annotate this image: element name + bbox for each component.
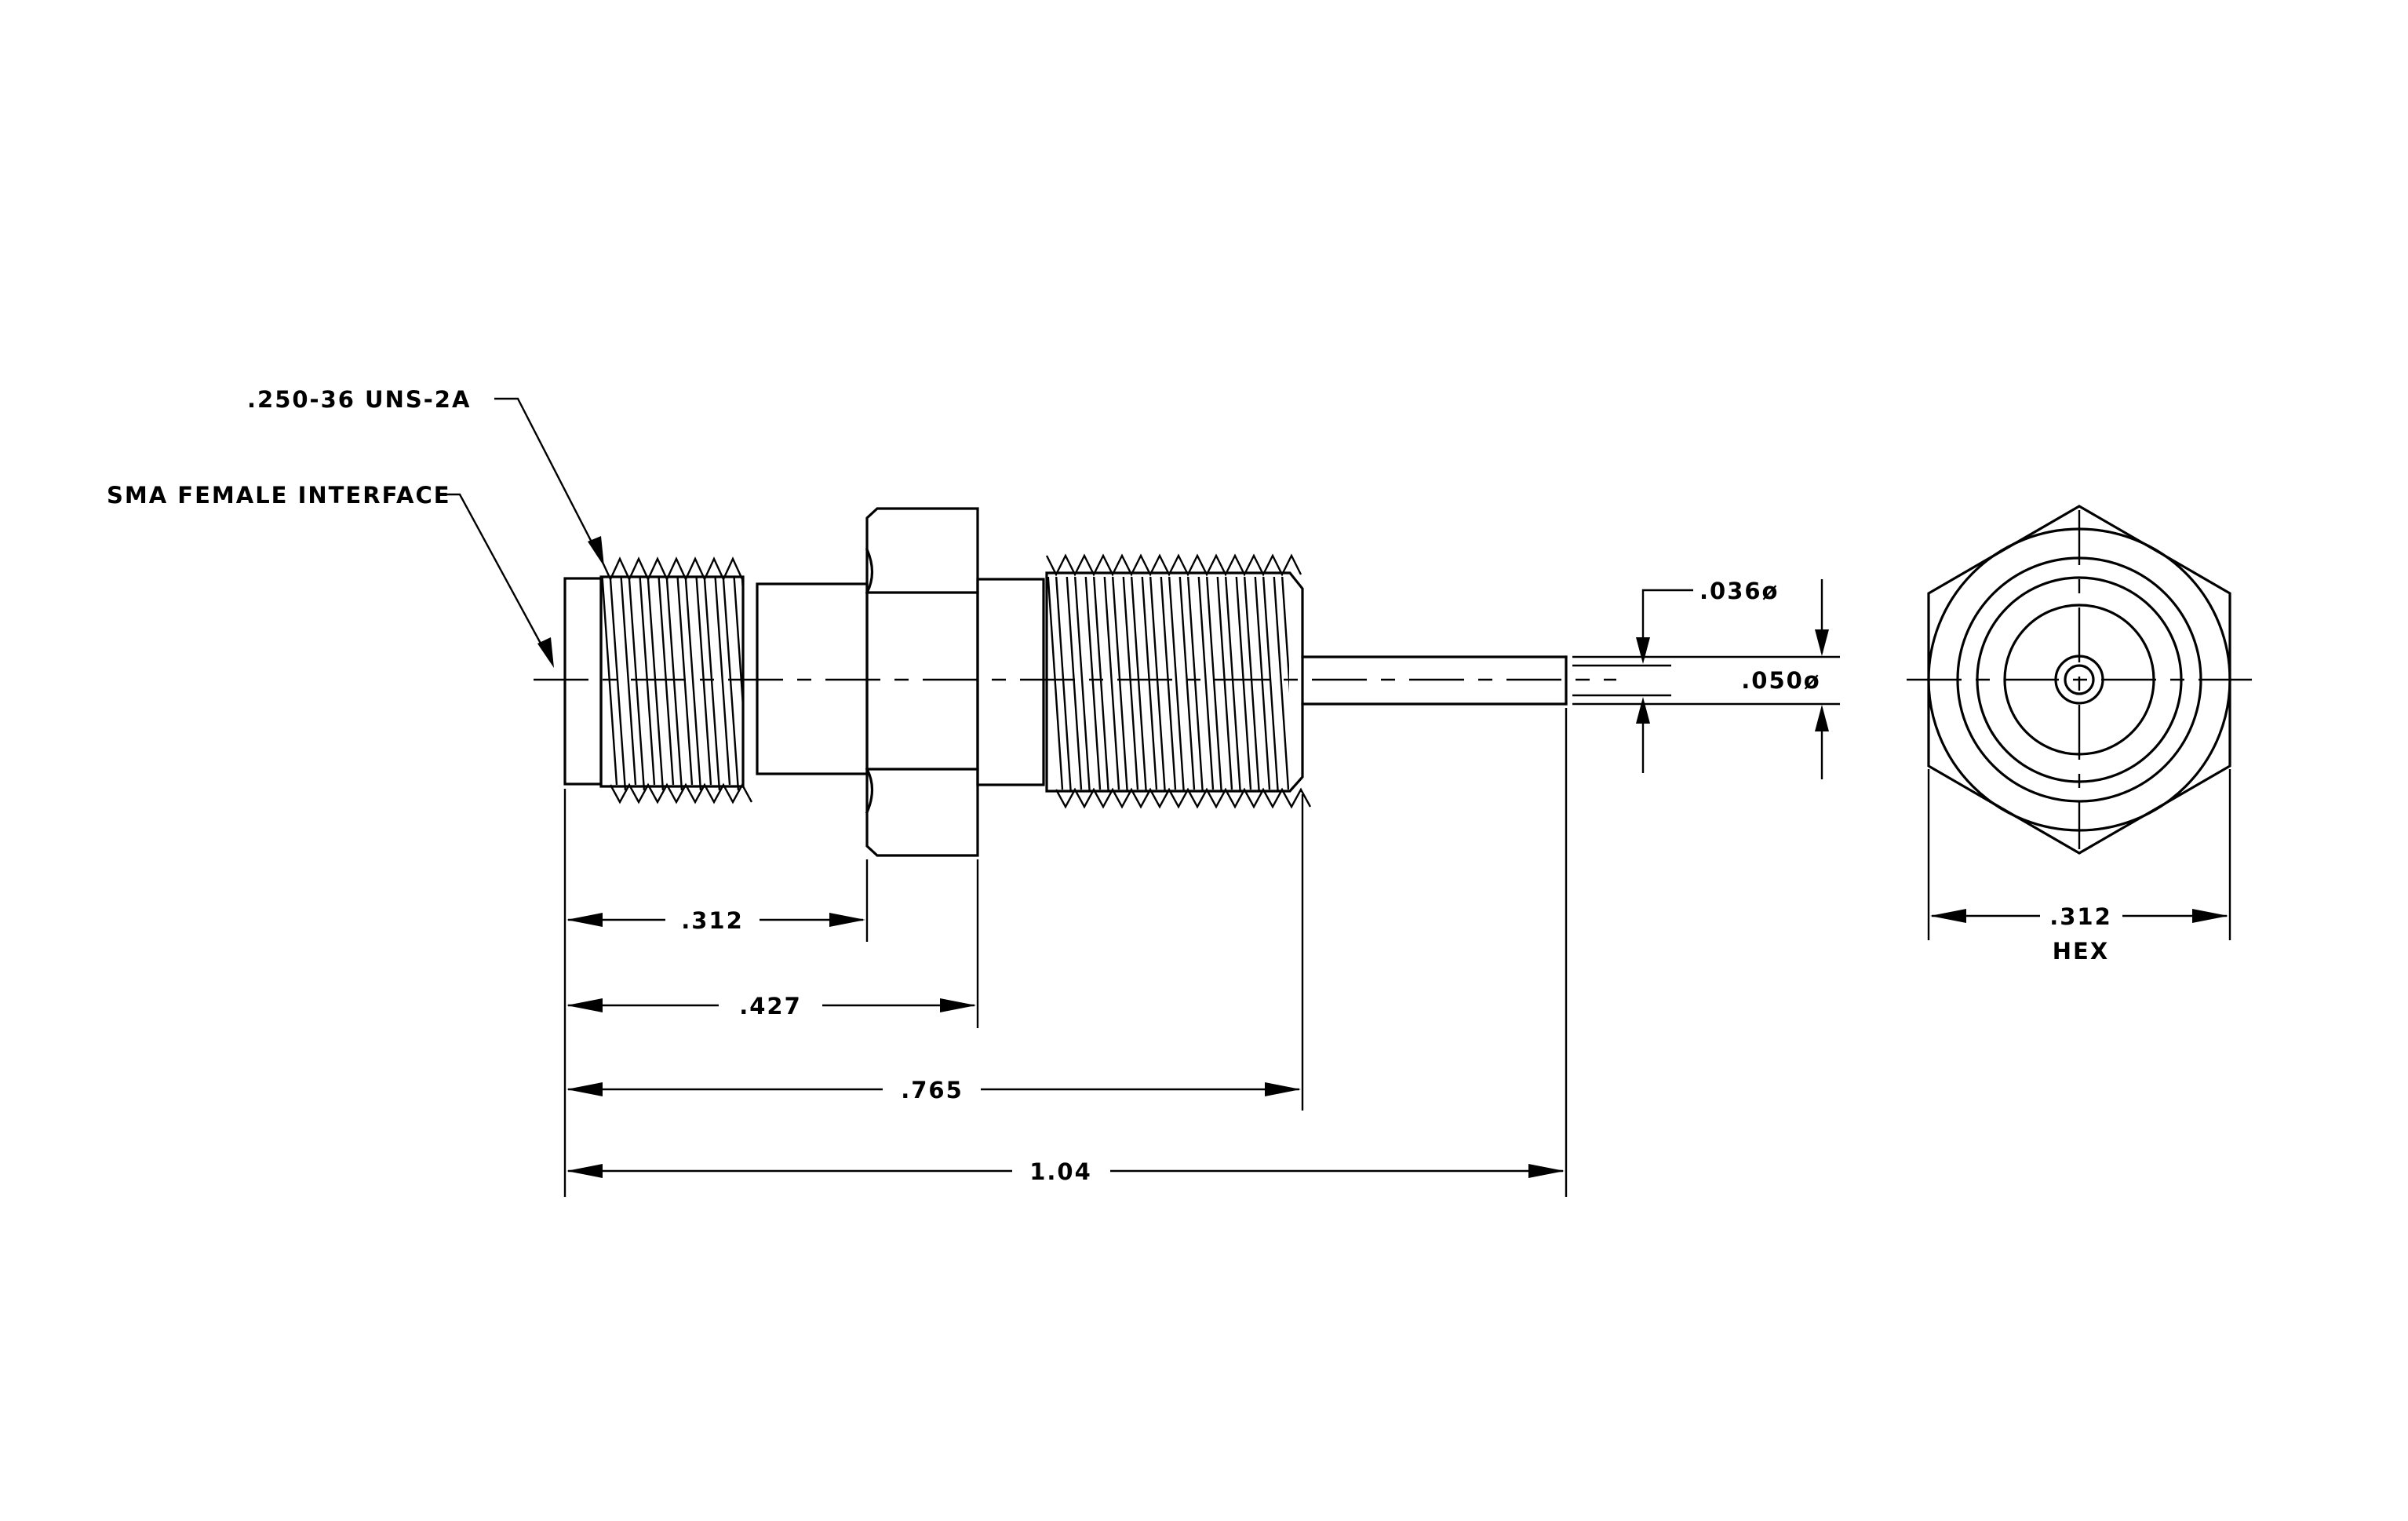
dim-312	[566, 913, 865, 927]
thread-flank	[1291, 556, 1307, 790]
interface-callout: SMA FEMALE INTERFACE	[107, 482, 451, 509]
thread-flank	[620, 577, 637, 786]
thread-flank	[1168, 577, 1185, 790]
thread-flank	[1149, 577, 1166, 790]
thread-flank	[1216, 577, 1233, 790]
dim-427	[566, 998, 976, 1012]
body-circle	[1976, 576, 2183, 783]
thread-flank	[1073, 577, 1091, 790]
thread-flank	[1084, 577, 1102, 790]
dielectric-circle	[2003, 604, 2155, 756]
hex-inscribed-circle	[1927, 527, 2231, 832]
hex-outline	[1927, 505, 2231, 855]
rear-thread-roots	[1055, 787, 1312, 809]
dim-765	[566, 1082, 1301, 1096]
pin-outer-circle	[2054, 655, 2104, 705]
thread-flank	[647, 578, 665, 790]
thread-spec-callout: .250-36 UNS-2A	[247, 386, 471, 413]
thread-flank	[1320, 574, 1335, 807]
thread-flank	[1243, 577, 1260, 790]
thread-flank	[1262, 577, 1279, 790]
front-thread-roots	[609, 782, 753, 804]
thread-flank	[1066, 577, 1083, 790]
side-view	[436, 397, 1840, 1197]
thread-flank	[714, 577, 731, 786]
extension-lines	[563, 708, 1568, 1197]
thread-flank	[1254, 577, 1271, 790]
thread-flank	[1141, 577, 1158, 790]
thread-flank	[752, 559, 767, 785]
thread-flank	[1224, 577, 1241, 790]
thread-flank	[1111, 577, 1128, 790]
thread-flank	[1178, 577, 1196, 790]
thread-flank	[1055, 577, 1072, 790]
thread-flank	[609, 578, 627, 790]
pin-diameter-dims	[1572, 579, 1840, 779]
thread-flank	[1047, 577, 1064, 790]
thread-flank	[703, 578, 721, 790]
thread-flank	[722, 578, 740, 790]
callout-leaders	[436, 397, 604, 668]
thread-flank	[665, 578, 683, 790]
thread-flank	[1310, 556, 1326, 790]
thread-flank	[1281, 577, 1289, 694]
interface-collar	[563, 577, 603, 786]
thread-flank	[733, 577, 743, 720]
thread-flank	[1103, 577, 1120, 790]
hex-nut-side	[865, 507, 979, 857]
dim-104-label: 1.04	[1029, 1158, 1092, 1185]
thread-flank	[1235, 577, 1252, 790]
thread-flank	[601, 577, 618, 786]
thread-flank	[741, 578, 743, 604]
center-pin	[1301, 655, 1568, 706]
thread-flank	[761, 579, 777, 802]
thread-flank	[1130, 577, 1147, 790]
hex-size-label: .312	[2049, 903, 2112, 930]
thread-circle	[1956, 556, 2202, 803]
pin-diameter-050-label: .050ø	[1741, 667, 1820, 694]
thread-flank	[658, 577, 675, 786]
front-thread-crests	[599, 556, 744, 582]
dim-427-label: .427	[739, 993, 802, 1019]
rear-thread-flanks	[1047, 556, 1335, 807]
rear-thread-crests	[1045, 553, 1302, 577]
thread-flank	[695, 577, 712, 786]
front-thread-flanks	[601, 559, 777, 802]
thread-flank	[1273, 577, 1289, 790]
thread-flank	[639, 577, 656, 786]
hex-label: HEX	[2053, 938, 2109, 965]
thread-flank	[1205, 577, 1222, 790]
thread-flank	[628, 578, 646, 790]
end-view	[1907, 505, 2252, 940]
thread-flank	[676, 577, 694, 786]
pin-diameter-036-label: .036ø	[1699, 578, 1779, 604]
dim-312-label: .312	[681, 907, 744, 934]
thread-flank	[1122, 577, 1139, 790]
pin-inner-circle	[2064, 664, 2095, 695]
thread-flank	[1197, 577, 1215, 790]
rear-shoulder	[976, 578, 1045, 786]
front-thread	[599, 556, 777, 804]
thread-flank	[1092, 577, 1109, 790]
dim-765-label: .765	[901, 1077, 964, 1103]
dim-104	[566, 1164, 1565, 1178]
thread-flank	[684, 578, 702, 790]
thread-flank	[1160, 577, 1177, 790]
thread-flank	[1186, 577, 1204, 790]
rear-thread	[1045, 553, 1335, 809]
